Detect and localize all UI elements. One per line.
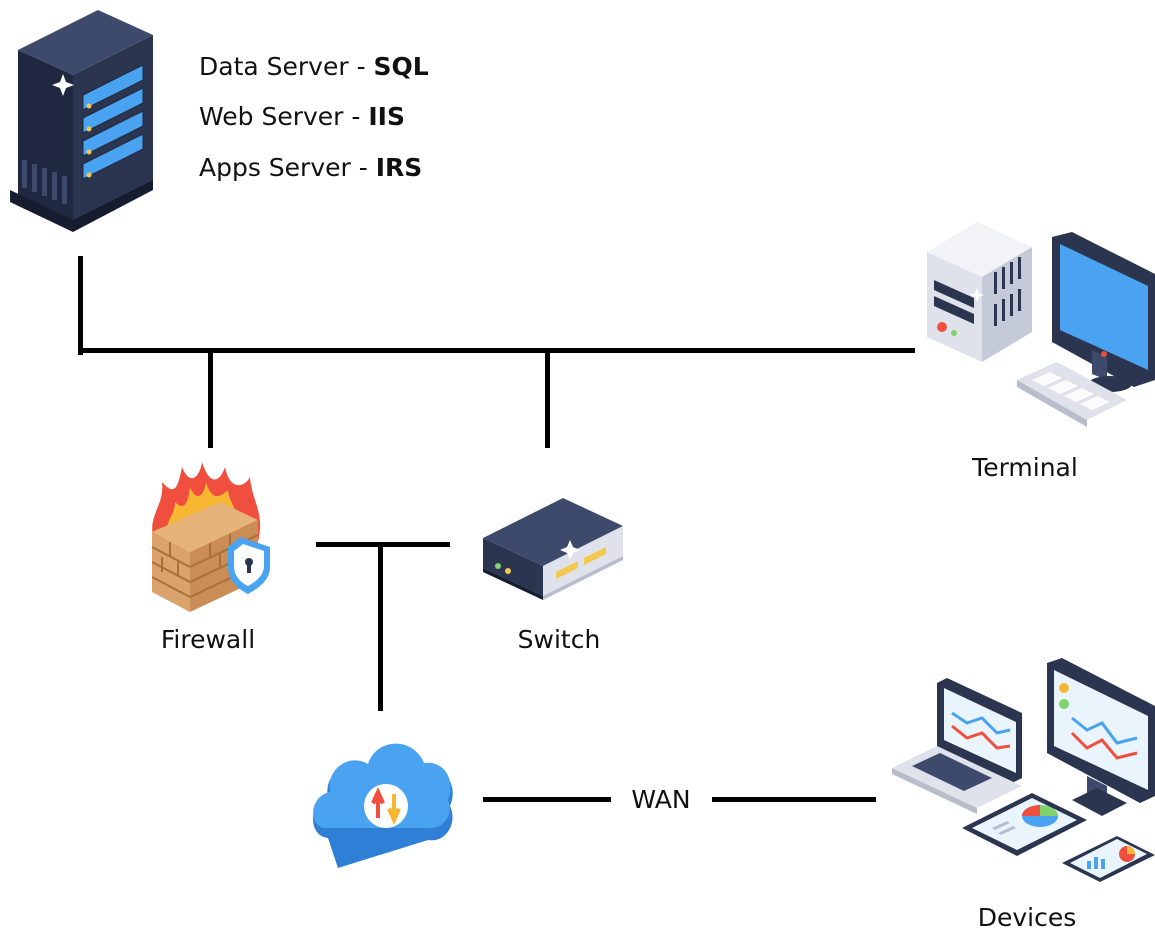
web-server-label: Web Server - IIS [199, 102, 405, 131]
wan-label: WAN [629, 785, 693, 814]
firewall-label: Firewall [160, 625, 256, 654]
switch-icon [478, 488, 628, 606]
apps-server-label: Apps Server - IRS [199, 153, 423, 182]
cloud-uplink-line [378, 544, 383, 711]
cloud-icon [308, 728, 458, 873]
data-server-label: Data Server - SQL [199, 52, 429, 81]
firewall-drop-line [208, 350, 213, 448]
wan-line-right [712, 797, 876, 802]
terminal-label: Terminal [972, 453, 1078, 482]
wan-line-left [483, 797, 611, 802]
devices-label: Devices [977, 903, 1077, 932]
server-drop-line [78, 256, 83, 355]
switch-label: Switch [517, 625, 601, 654]
switch-drop-line [545, 350, 550, 448]
firewall-icon [140, 462, 280, 614]
devices-icon [892, 658, 1155, 890]
firewall-switch-line [316, 542, 450, 547]
terminal-icon [922, 212, 1155, 437]
server-rack-icon [8, 10, 158, 232]
backbone-line [78, 348, 915, 353]
